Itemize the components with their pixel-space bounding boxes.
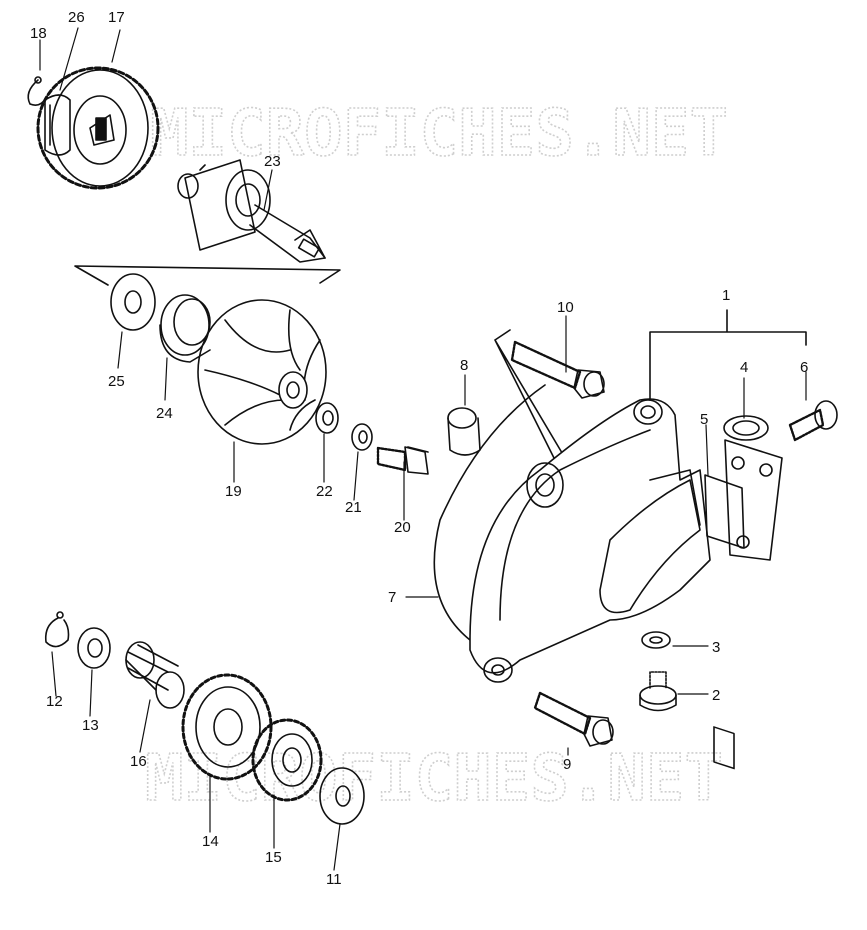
callout-19: 19 [225,483,242,500]
part-15-gear [251,718,323,802]
callout-3: 3 [712,639,720,656]
part-13-washer [77,627,111,669]
part-1-pump-housing [469,398,711,683]
callout-15: 15 [265,849,282,866]
watermark-text-top: MICROFICHES.NET [150,97,728,171]
part-24-seal [159,294,211,363]
callout-10: 10 [557,299,574,316]
part-14-gear [181,673,273,781]
callout-20: 20 [394,519,411,536]
callout-9: 9 [563,756,571,773]
watermark-top: MICROFICHES.NET [149,96,729,172]
watermark-text-bottom: MICROFICHES.NET [145,742,723,816]
part-3-washer [641,631,671,649]
part-22-washer [315,402,339,434]
part-17-gear [36,66,160,190]
callout-21: 21 [345,499,362,516]
callout-8: 8 [460,357,468,374]
part-16-spline-sleeve [125,641,185,709]
part-12-circlip [44,611,70,648]
callout-23: 23 [264,153,281,170]
part-5-gasket [704,474,745,770]
callout-14: 14 [202,833,219,850]
callout-22: 22 [316,483,333,500]
part-26-bushing [44,94,71,156]
callout-26: 26 [68,9,85,26]
leader-lines [39,27,807,871]
callout-13: 13 [82,717,99,734]
callout-6: 6 [800,359,808,376]
part-2-drain-bolt [639,671,677,712]
callout-1: 1 [722,287,730,304]
callout-24: 24 [156,405,173,422]
part-9-bolt [533,691,614,747]
part-11-washer [319,767,365,825]
callout-4: 4 [740,359,748,376]
callout-12: 12 [46,693,63,710]
callout-25: 25 [108,373,125,390]
part-21-washer [351,423,373,451]
watermark-bottom: MICROFICHES.NET [144,741,724,817]
callout-7: 7 [388,589,396,606]
callout-14-placeholder: 16 [130,753,147,770]
part-20-bolt [376,446,429,475]
callout-5: 5 [700,411,708,428]
callout-18: 18 [30,25,47,42]
part-19-impeller [197,299,327,445]
bracket-part-1 [649,309,807,401]
part-6-bolt [788,400,838,442]
bracket-line-upper [74,265,341,286]
part-8-collar [447,407,481,456]
callout-2: 2 [712,687,720,704]
part-10-bolt [510,340,605,399]
part-4-elbow [723,415,783,561]
part-18-circlip [27,76,47,106]
part-23-shaft [177,159,326,263]
callout-17: 17 [108,9,125,26]
part-25-washer [110,273,156,331]
callout-11: 11 [326,871,342,888]
callout-labels: 1 2 3 4 5 6 7 8 9 10 11 12 13 16 14 15 1… [30,9,808,888]
